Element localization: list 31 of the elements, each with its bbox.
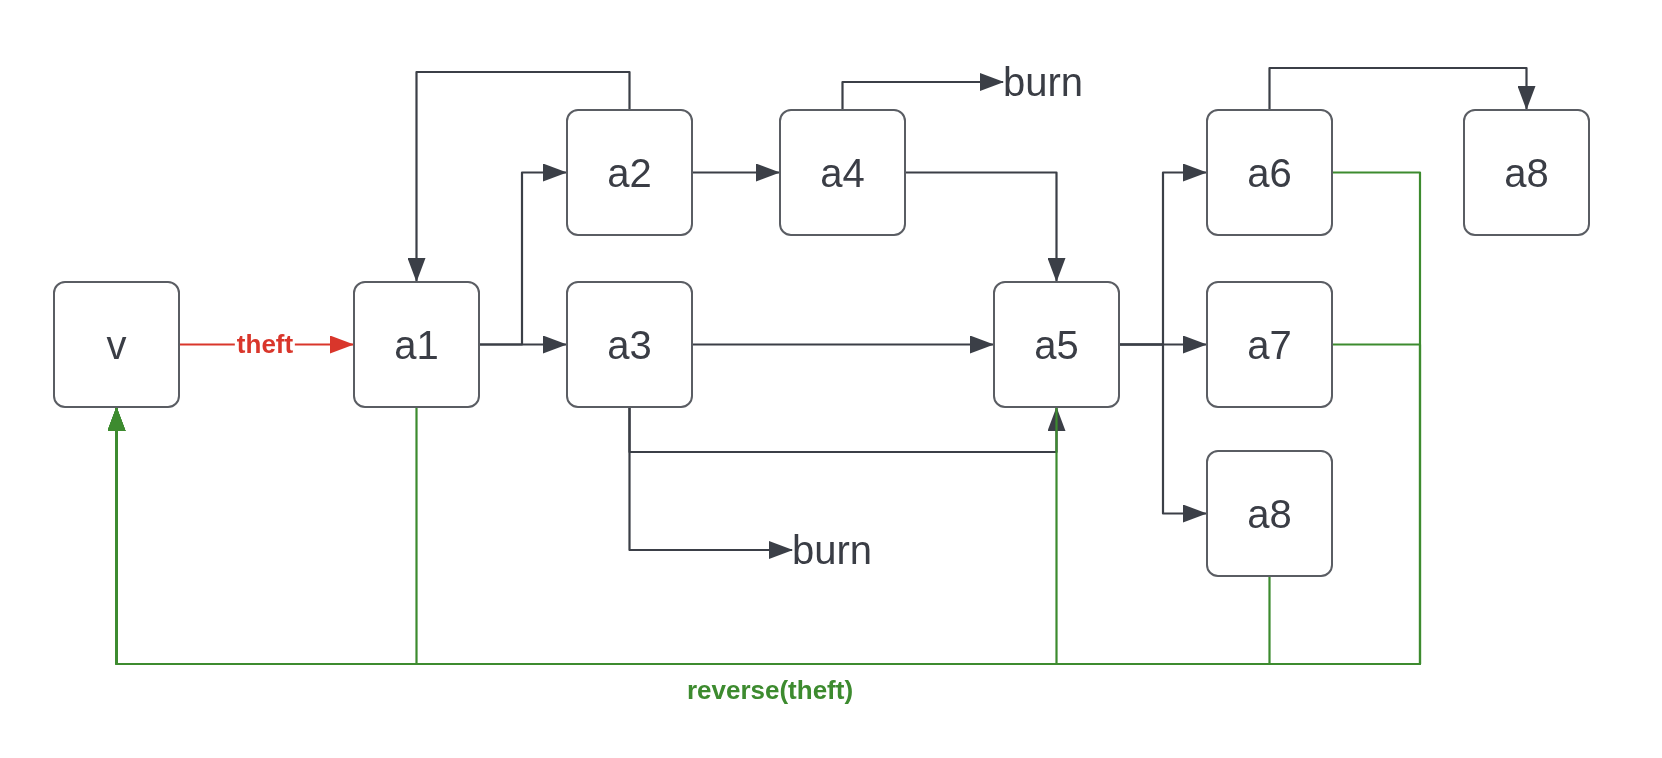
- process-box: [566, 109, 693, 236]
- node-label: a7: [1247, 324, 1292, 365]
- process-box: [53, 281, 180, 408]
- arrow: [693, 163, 780, 182]
- node-label: a3: [607, 324, 652, 365]
- process-box: [1206, 281, 1333, 408]
- node-label: a5: [1034, 324, 1079, 365]
- arrow: [628, 408, 793, 559]
- node-label: a1: [394, 324, 439, 365]
- arrow: [693, 335, 994, 354]
- arrow: [1268, 66, 1536, 110]
- outcome-label: burn: [1003, 62, 1084, 102]
- process-box: [993, 281, 1120, 408]
- node-label: a4: [820, 152, 865, 193]
- arrow: [1120, 343, 1207, 523]
- outcome-label: burn: [792, 530, 873, 570]
- process-box: [1463, 109, 1590, 236]
- arrow: [906, 171, 1066, 282]
- arrow: [841, 73, 1004, 109]
- node-label: a6: [1247, 152, 1292, 193]
- arrow: [407, 70, 631, 282]
- process-box: [779, 109, 906, 236]
- process-box: [353, 281, 480, 408]
- process-box: [1206, 109, 1333, 236]
- node-label: v: [106, 324, 127, 365]
- node-label: a8: [1247, 493, 1292, 534]
- process-box: [566, 281, 693, 408]
- node-label: a8: [1504, 152, 1549, 193]
- process-box: [1206, 450, 1333, 577]
- arrow: [480, 335, 567, 354]
- node-label: a2: [607, 152, 652, 193]
